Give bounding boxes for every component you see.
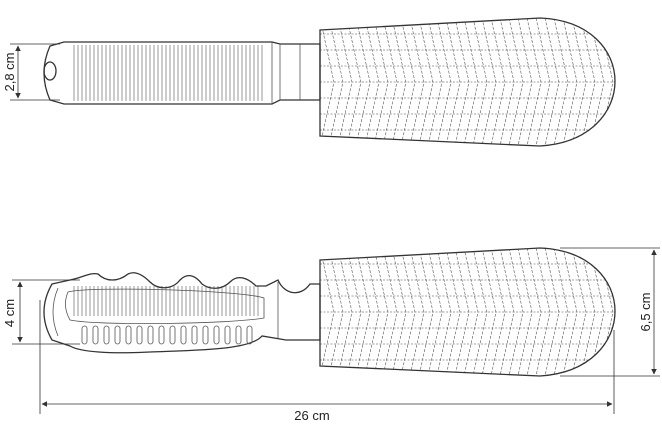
bristle-chevron — [418, 248, 434, 376]
bristle-chevron — [427, 18, 443, 146]
bristle-chevron — [382, 18, 398, 146]
bristle-chevron — [400, 18, 416, 146]
bristle-chevron — [481, 248, 497, 376]
bristle-chevron — [580, 248, 596, 376]
finger-slot — [114, 325, 121, 345]
bristle-chevron — [517, 18, 533, 146]
bristle-chevron — [481, 18, 497, 146]
bristle-chevron — [436, 248, 452, 376]
top-head-bristle-pattern — [320, 18, 649, 146]
finger-slot — [147, 325, 154, 345]
bottom-head-bristle-pattern — [320, 248, 631, 376]
finger-slot — [158, 325, 165, 345]
bristle-chevron — [346, 18, 362, 146]
bristle-chevron — [535, 18, 551, 146]
bottom-head-outline — [319, 247, 616, 377]
bristle-chevron — [526, 18, 542, 146]
bristle-chevron — [355, 18, 371, 146]
bristle-chevron — [617, 18, 631, 146]
bottom-grip-ribs — [73, 286, 259, 316]
bristle-chevron — [571, 248, 587, 376]
bristle-chevron — [571, 18, 587, 146]
bristle-chevron — [472, 18, 488, 146]
bristle-chevron — [382, 248, 398, 376]
bristle-chevron — [427, 248, 443, 376]
finger-slot — [235, 325, 242, 345]
bristle-chevron — [454, 18, 470, 146]
finger-slot — [169, 325, 176, 345]
bristle-chevron — [418, 18, 434, 146]
bristle-chevron — [499, 248, 515, 376]
finger-slot — [136, 325, 143, 345]
finger-slot — [224, 325, 231, 345]
bristle-chevron — [526, 248, 542, 376]
bottom-end-cap — [52, 287, 59, 337]
finger-slot — [103, 325, 110, 345]
bristle-chevron — [635, 18, 649, 146]
bristle-chevron — [490, 248, 506, 376]
bristle-chevron — [508, 248, 524, 376]
bristle-chevron — [355, 248, 371, 376]
finger-slot — [202, 325, 209, 345]
bristle-chevron — [463, 18, 479, 146]
bristle-chevron — [508, 18, 524, 146]
bristle-chevron — [544, 248, 560, 376]
bristle-chevron — [364, 248, 380, 376]
bottom-handle-outline — [43, 272, 321, 354]
bristle-chevron — [320, 18, 335, 146]
bristle-chevron — [617, 248, 631, 376]
bristle-chevron — [400, 248, 416, 376]
bottom-view: 4 cm 6,5 cm 26 cm — [2, 247, 660, 423]
bristle-chevron — [391, 18, 407, 146]
dim-top-height-label: 2,8 cm — [2, 52, 17, 91]
bristle-chevron — [463, 248, 479, 376]
finger-slot — [246, 325, 253, 345]
bristle-chevron — [445, 18, 461, 146]
bristle-chevron — [553, 18, 569, 146]
bristle-chevron — [409, 18, 425, 146]
finger-slot — [180, 325, 187, 345]
bristle-chevron — [346, 248, 362, 376]
bristle-chevron — [626, 18, 640, 146]
bristle-chevron — [562, 248, 578, 376]
top-head-outline — [319, 17, 616, 147]
bristle-chevron — [373, 248, 389, 376]
finger-slot — [92, 325, 99, 345]
dim-head-width-label: 6,5 cm — [638, 292, 653, 331]
dim-bottom-height-label: 4 cm — [2, 299, 17, 327]
bristle-chevron — [337, 248, 353, 376]
bristle-chevron — [499, 18, 515, 146]
bottom-finger-slots — [81, 325, 253, 345]
bristle-chevron — [436, 18, 452, 146]
finger-slot — [125, 325, 132, 345]
bristle-chevron — [337, 18, 353, 146]
bristle-chevron — [562, 18, 578, 146]
bristle-chevron — [472, 248, 488, 376]
bristle-chevron — [580, 18, 596, 146]
bristle-chevron — [373, 18, 389, 146]
bristle-chevron — [391, 248, 407, 376]
finger-slot — [81, 325, 88, 345]
bristle-chevron — [553, 248, 569, 376]
dim-total-length-label: 26 cm — [294, 408, 329, 423]
bristle-chevron — [454, 248, 470, 376]
bristle-chevron — [328, 248, 344, 376]
bristle-chevron — [409, 248, 425, 376]
finger-slot — [191, 325, 198, 345]
bristle-chevron — [364, 18, 380, 146]
bristle-chevron — [535, 248, 551, 376]
bristle-chevron — [445, 248, 461, 376]
bristle-chevron — [320, 248, 335, 376]
bristle-chevron — [544, 18, 560, 146]
bristle-chevron — [490, 18, 506, 146]
bottom-grip-inner — [65, 288, 265, 325]
hang-hole — [43, 61, 57, 81]
top-view: 2,8 cm — [2, 17, 649, 147]
bristle-chevron — [328, 18, 344, 146]
top-grip-ribs — [73, 45, 263, 101]
bristle-chevron — [517, 248, 533, 376]
finger-slot — [213, 325, 220, 345]
